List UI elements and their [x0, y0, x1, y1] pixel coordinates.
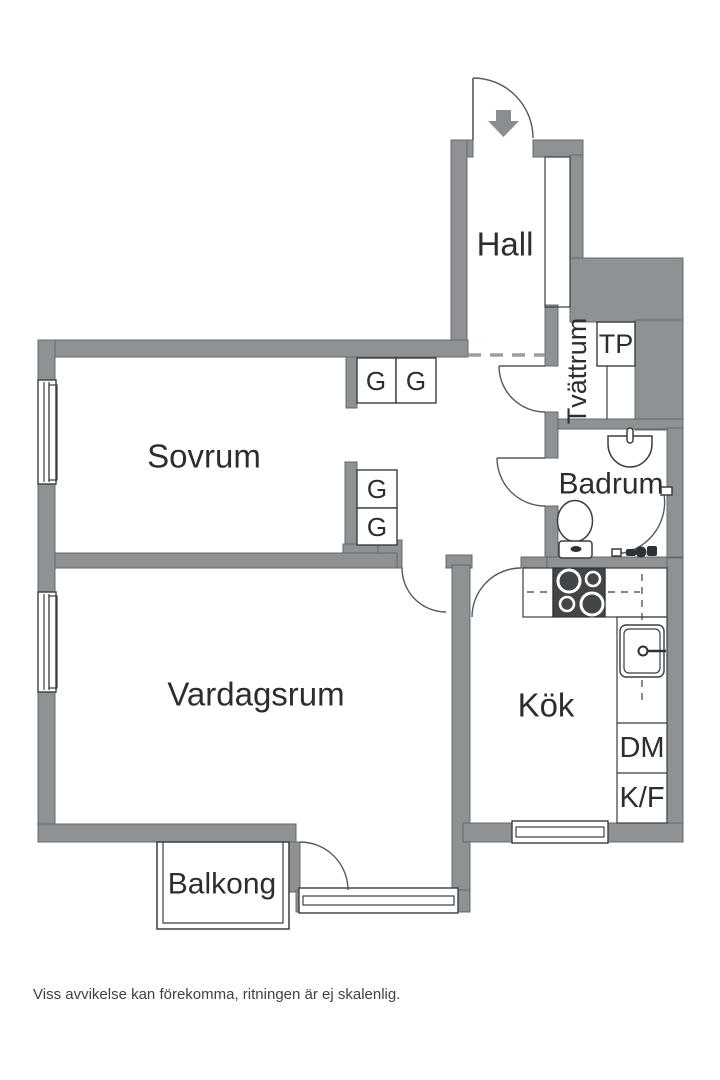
counter-column: [616, 616, 668, 824]
entrance-door: [472, 77, 534, 140]
wall: [451, 564, 471, 911]
kitchen-window: [511, 820, 609, 844]
living-room-label: Vardagsrum: [167, 676, 344, 713]
wardrobe-label: G: [366, 366, 386, 396]
wall: [344, 461, 358, 547]
living-room-door: [401, 567, 447, 613]
wall: [544, 411, 559, 459]
wall: [569, 257, 684, 323]
wall: [345, 356, 358, 409]
wardrobe-label: G: [367, 512, 387, 542]
bedroom-label: Sovrum: [147, 438, 261, 475]
dishwasher-label: DM: [619, 732, 664, 764]
balcony: [156, 841, 349, 930]
bathroom-door: [496, 457, 546, 507]
fridge-freezer-label: K/F: [619, 782, 664, 814]
laundry-cabinet: [596, 321, 636, 367]
wardrobe: [356, 507, 398, 546]
living-room-lower-window: [298, 887, 459, 914]
wardrobes: G G G G: [356, 357, 437, 546]
kitchen-fixtures: [522, 567, 668, 824]
wall: [569, 154, 584, 261]
windows: [37, 379, 609, 914]
hall-label: Hall: [477, 226, 534, 263]
toilet: [556, 499, 594, 559]
wall: [532, 139, 584, 158]
wall: [37, 339, 469, 358]
wall: [450, 139, 468, 358]
shower: [611, 486, 673, 558]
balcony-door: [299, 841, 349, 891]
living-room-window: [37, 591, 58, 693]
wardrobe-label: G: [406, 366, 426, 396]
wall: [544, 505, 559, 563]
laundry-door: [498, 365, 546, 413]
wall: [54, 552, 398, 569]
wall: [287, 841, 301, 893]
kitchen-label: Kök: [518, 687, 575, 724]
laundry-cabinet-label: TP: [599, 329, 634, 359]
wardrobe-label: G: [367, 474, 387, 504]
laundry-label: Tvättrum: [562, 318, 592, 425]
kitchen-door: [471, 567, 522, 618]
bathroom-sink: [607, 427, 653, 468]
wall: [544, 304, 559, 367]
hall-closet-niche: [544, 156, 571, 308]
bedroom-window: [37, 379, 58, 485]
wall: [666, 557, 684, 843]
wall: [37, 823, 297, 843]
walls: [37, 139, 684, 913]
bathroom-label: Badrum: [558, 468, 663, 501]
laundry-room: [498, 321, 636, 419]
wardrobe: [356, 469, 398, 509]
disclaimer-text: Viss avvikelse kan förekomma, ritningen …: [33, 986, 401, 1003]
entrance-arrow-icon: [488, 110, 519, 137]
kitchen-sink: [619, 624, 666, 678]
wall: [634, 319, 684, 431]
stove: [552, 567, 606, 618]
wall: [520, 556, 548, 569]
bathroom-fixtures: [496, 427, 673, 559]
wardrobe: [395, 357, 437, 404]
balcony-label: Balkong: [168, 868, 276, 901]
